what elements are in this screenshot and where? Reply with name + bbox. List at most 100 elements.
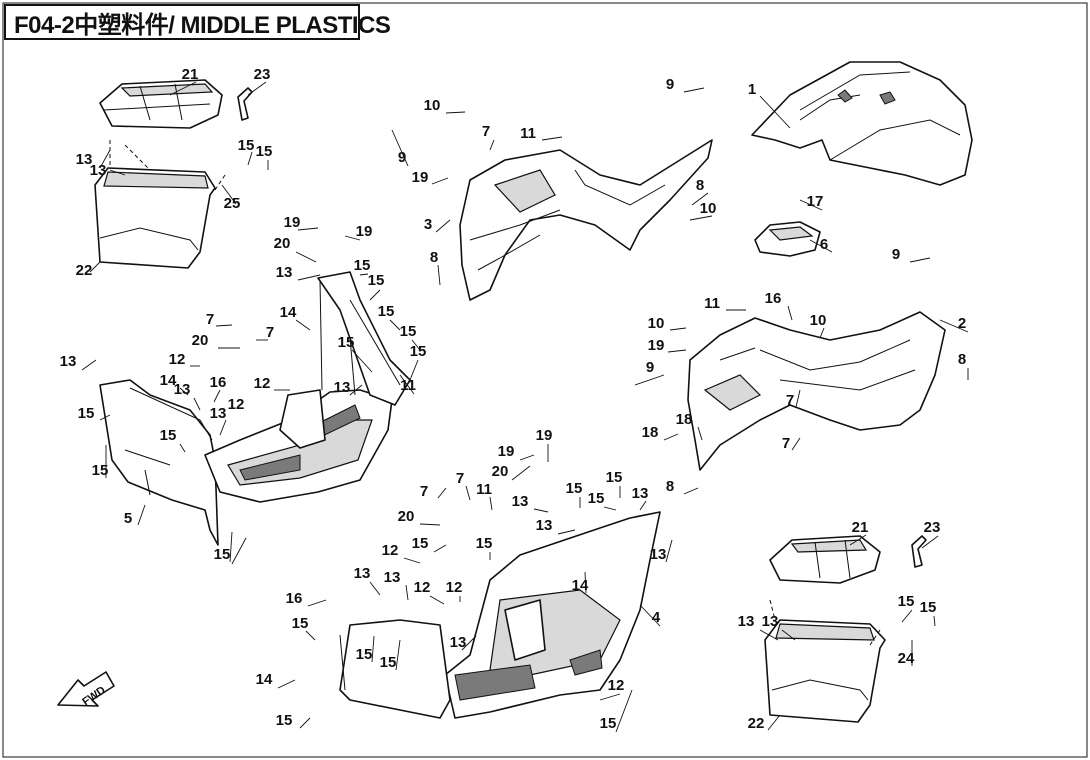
leader-line [599, 693, 621, 701]
callout-label: 15 [410, 343, 427, 360]
callout-label: 15 [256, 143, 273, 160]
leader-line [247, 151, 253, 166]
callout-label: 15 [292, 615, 309, 632]
leader-line [489, 139, 495, 151]
callout-label: 16 [765, 290, 782, 307]
callout-label: 12 [169, 351, 186, 368]
callout-label: 15 [78, 405, 95, 422]
callout-label: 15 [412, 535, 429, 552]
callout-label: 15 [92, 462, 109, 479]
leader-line [247, 81, 267, 96]
callout-label: 10 [648, 315, 665, 332]
leader-line [489, 496, 493, 511]
middle-panel-3 [459, 139, 713, 301]
callout-label: 10 [810, 312, 827, 329]
callout-label: 13 [276, 264, 293, 281]
callout-label: 1 [748, 81, 756, 98]
leader-line [901, 609, 913, 623]
leader-line [541, 136, 563, 141]
callout-label: 7 [266, 324, 274, 341]
callout-label: 19 [284, 214, 301, 231]
leader-line [445, 111, 466, 114]
callout-label: 13 [738, 613, 755, 630]
leader-line [603, 506, 617, 511]
leader-line [81, 359, 97, 371]
callout-label: 8 [958, 351, 966, 368]
leader-line [433, 544, 447, 553]
leader-line [403, 557, 421, 564]
callout-label: 10 [700, 200, 717, 217]
leader-line [435, 219, 451, 233]
callout-label: 20 [192, 332, 209, 349]
storage-lid-right [769, 535, 881, 584]
callout-label: 14 [572, 577, 589, 594]
leader-line [639, 500, 647, 511]
leader-line [213, 389, 221, 403]
callout-label: 15 [380, 654, 397, 671]
callout-label: 13 [384, 569, 401, 586]
leader-line [229, 531, 233, 563]
callout-label: 15 [898, 593, 915, 610]
callout-label: 15 [238, 137, 255, 154]
callout-label: 13 [90, 162, 107, 179]
leader-line [767, 714, 781, 731]
callout-label: 7 [482, 123, 490, 140]
rear-fender-1 [751, 61, 973, 186]
leader-line [819, 327, 825, 339]
leader-line [511, 465, 531, 481]
callout-label: 18 [642, 424, 659, 441]
leader-line [99, 414, 111, 421]
leader-line [584, 571, 587, 594]
leader-line [169, 81, 197, 96]
leader-line [849, 534, 867, 546]
callout-label: 13 [174, 381, 191, 398]
leader-line [465, 485, 471, 501]
leader-line [179, 387, 189, 396]
bracket-23-top [237, 87, 253, 121]
leader-line [369, 581, 381, 596]
leader-line [557, 529, 576, 535]
callout-label: 13 [536, 517, 553, 534]
diagram-title: F04-2中塑料件/ MIDDLE PLASTICS [14, 11, 391, 39]
leader-line [297, 227, 319, 231]
leader-line [791, 437, 801, 451]
callout-label: 20 [398, 508, 415, 525]
leader-line [909, 257, 931, 263]
leader-line [221, 184, 237, 205]
leader-line [665, 539, 673, 563]
leader-line [683, 87, 705, 93]
callout-label: 15 [588, 490, 605, 507]
leader-line [691, 192, 709, 206]
leader-line [359, 273, 369, 276]
leader-line [277, 679, 296, 689]
callout-label: 12 [414, 579, 431, 596]
callout-label: 23 [924, 519, 941, 536]
leader-line [137, 504, 146, 526]
leader-line [179, 443, 186, 453]
callout-label: 13 [650, 546, 667, 563]
callout-label: 11 [520, 125, 536, 142]
leader-line [634, 374, 665, 386]
callout-label: 6 [820, 236, 828, 253]
side-panel-left [99, 379, 219, 546]
callout-label: 15 [476, 535, 493, 552]
leader-line [533, 508, 549, 513]
callout-label: 7 [786, 392, 794, 409]
callout-label: 15 [400, 323, 417, 340]
leader-line [307, 599, 327, 607]
callout-label: 15 [354, 257, 371, 274]
callout-label: 20 [274, 235, 291, 252]
callout-label: 21 [852, 519, 869, 536]
callout-label: 19 [536, 427, 553, 444]
callout-label: 25 [224, 195, 241, 212]
callout-label: 19 [412, 169, 429, 186]
callout-label: 24 [898, 650, 915, 667]
footwell-panel-4 [339, 511, 661, 719]
leader-line [305, 630, 316, 641]
callout-label: 14 [160, 372, 177, 389]
leader-line [219, 419, 227, 436]
leader-line [639, 604, 661, 627]
leader-line [409, 359, 419, 381]
